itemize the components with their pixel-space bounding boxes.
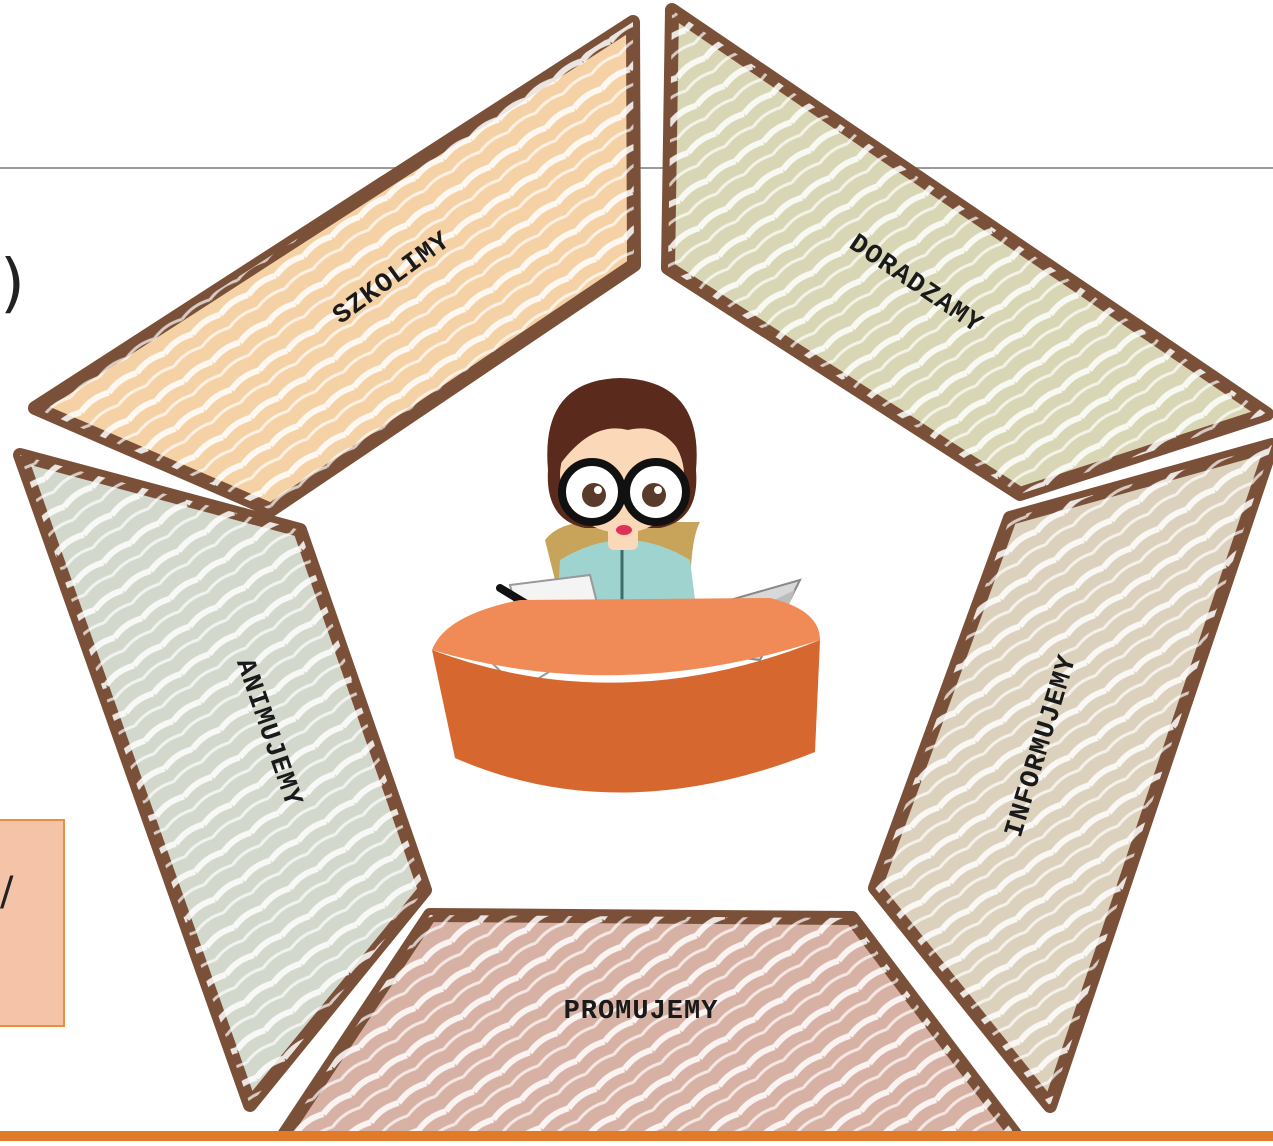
edge-paren-glyph: ) bbox=[0, 247, 25, 321]
segment-animujemy: ANIMUJEMY bbox=[13, 448, 432, 1112]
segment-doradzamy: DORADZAMY bbox=[661, 3, 1273, 501]
segment-szkolimy: SZKOLIMY bbox=[28, 15, 641, 517]
side-box-slash-glyph: / bbox=[0, 869, 14, 915]
segment-informujemy: INFORMUJEMY bbox=[868, 438, 1273, 1113]
side-text-box bbox=[0, 819, 65, 1027]
segment-promujemy-label: PROMUJEMY bbox=[564, 997, 719, 1027]
footer-bar bbox=[0, 1131, 1273, 1141]
office-worker-at-desk-icon bbox=[432, 378, 820, 793]
segment-promujemy: PROMUJEMY bbox=[275, 908, 1025, 1145]
